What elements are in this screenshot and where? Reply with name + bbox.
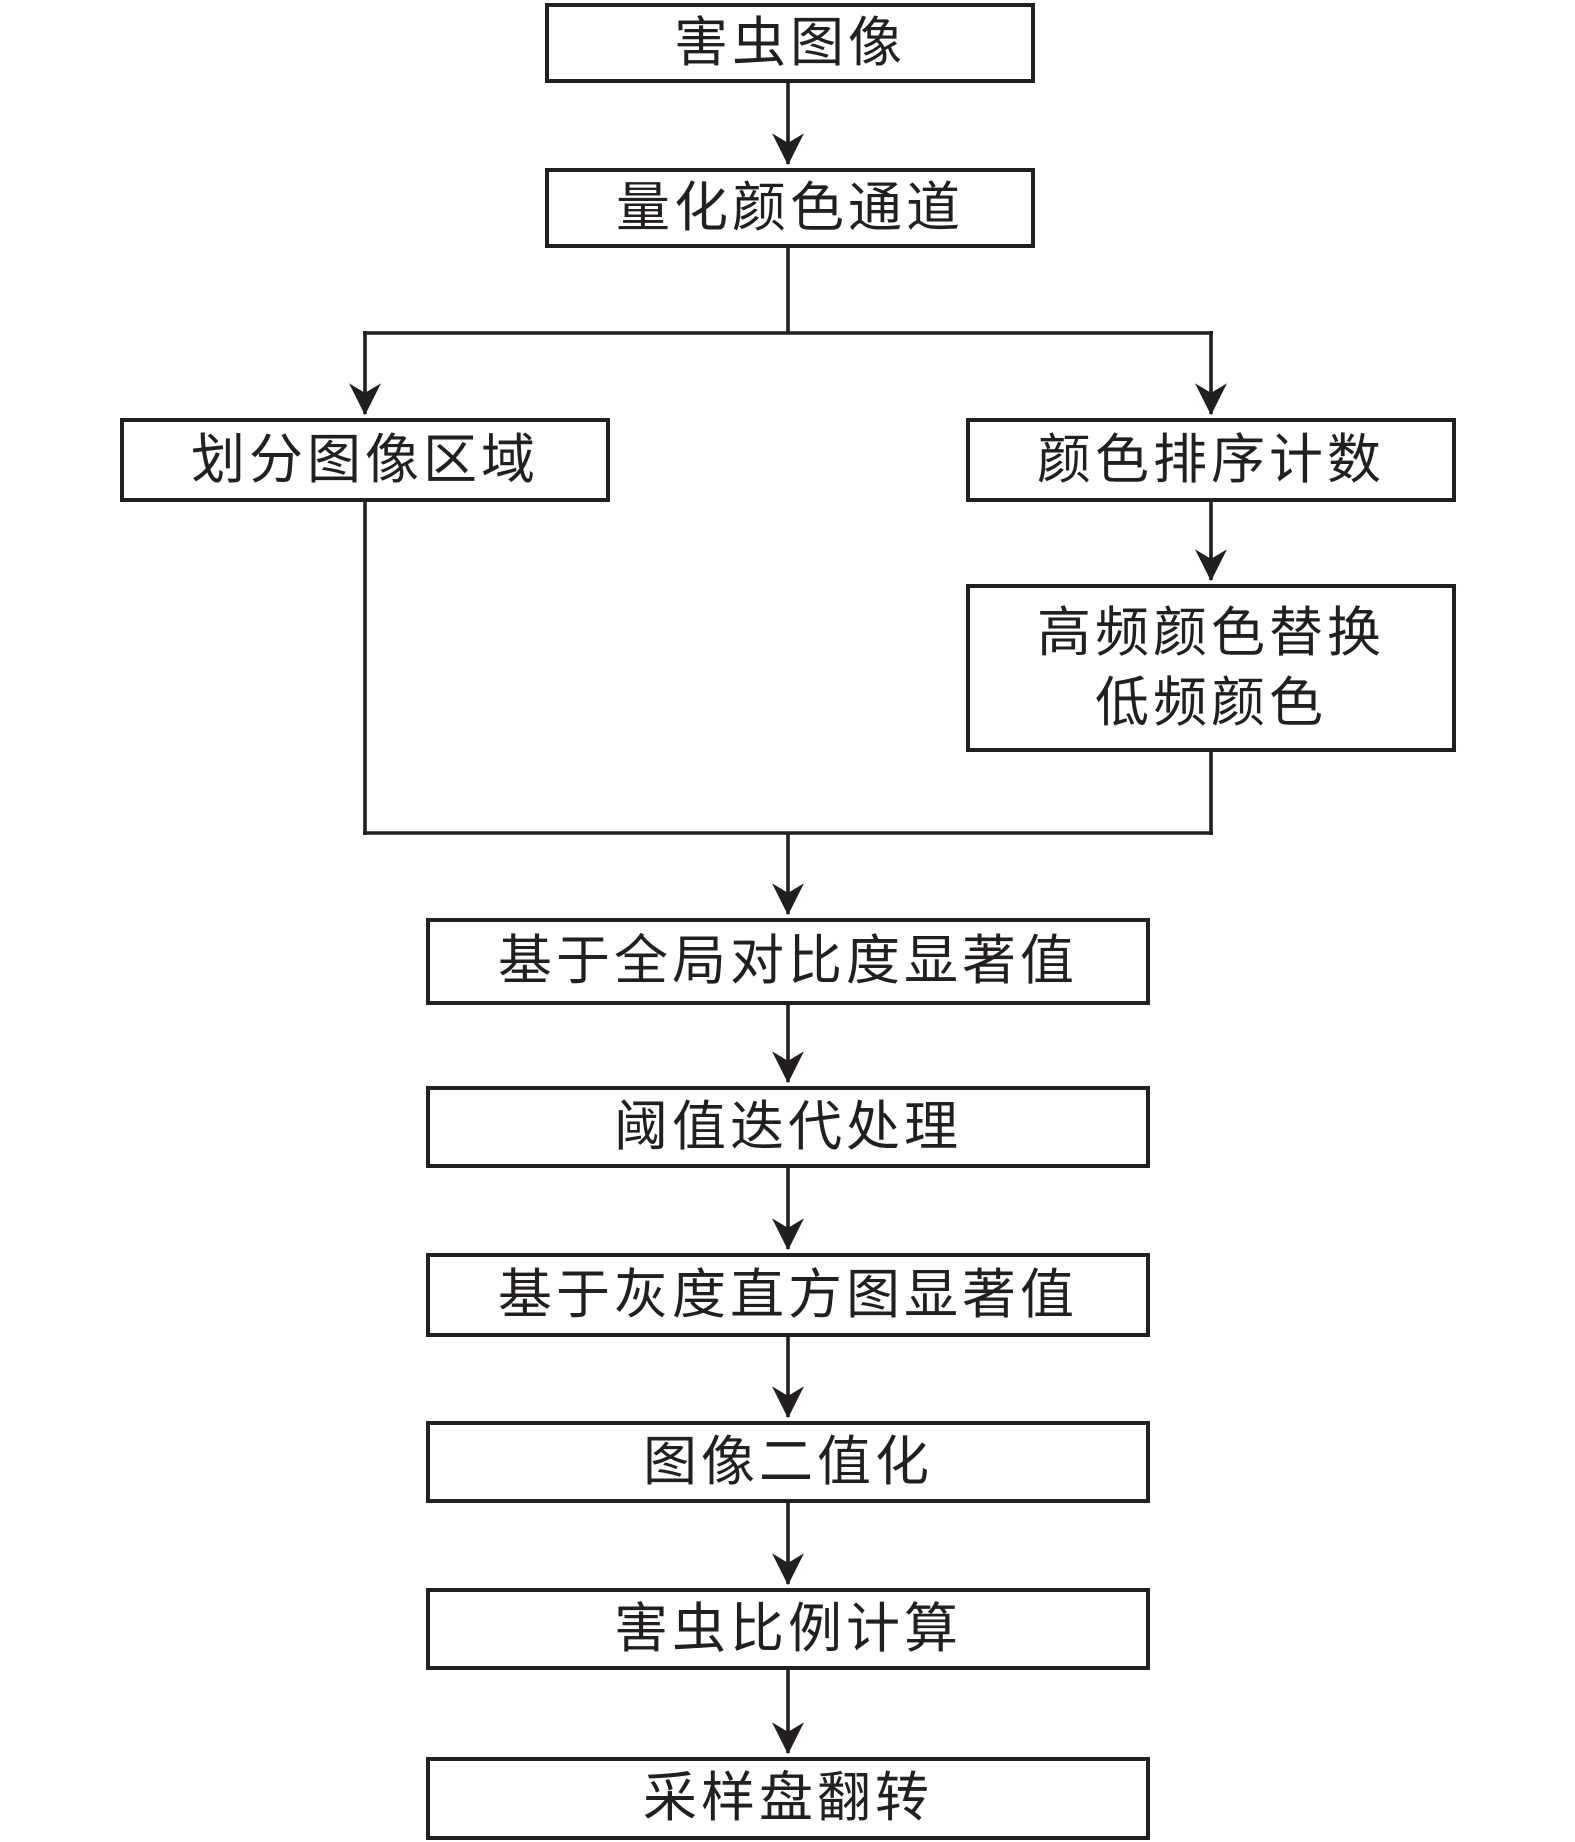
node-quantize-color-channel-label: 量化颜色通道 bbox=[616, 175, 964, 239]
node-gray-histogram-saliency-label: 基于灰度直方图显著值 bbox=[498, 1262, 1078, 1326]
node-high-freq-replace-line2: 低频颜色 bbox=[1095, 671, 1327, 734]
node-pest-image: 害虫图像 bbox=[545, 3, 1035, 83]
node-divide-image-region-label: 划分图像区域 bbox=[191, 427, 539, 491]
node-sampling-plate-flip: 采样盘翻转 bbox=[426, 1757, 1150, 1840]
node-high-freq-replace-line1: 高频颜色替换 bbox=[1037, 600, 1385, 664]
node-image-binarization-label: 图像二值化 bbox=[643, 1429, 933, 1493]
node-gray-histogram-saliency: 基于灰度直方图显著值 bbox=[426, 1253, 1150, 1337]
node-threshold-iteration-label: 阈值迭代处理 bbox=[614, 1094, 962, 1158]
node-threshold-iteration: 阈值迭代处理 bbox=[426, 1086, 1150, 1168]
node-divide-image-region: 划分图像区域 bbox=[120, 418, 610, 502]
node-pest-ratio-calc-label: 害虫比例计算 bbox=[614, 1596, 962, 1660]
node-quantize-color-channel: 量化颜色通道 bbox=[545, 168, 1035, 248]
node-global-contrast-saliency-label: 基于全局对比度显著值 bbox=[498, 929, 1078, 993]
node-sampling-plate-flip-label: 采样盘翻转 bbox=[643, 1766, 933, 1830]
node-color-sort-count-label: 颜色排序计数 bbox=[1037, 427, 1385, 491]
node-pest-ratio-calc: 害虫比例计算 bbox=[426, 1588, 1150, 1670]
node-pest-image-label: 害虫图像 bbox=[674, 10, 906, 74]
node-color-sort-count: 颜色排序计数 bbox=[966, 418, 1456, 502]
node-global-contrast-saliency: 基于全局对比度显著值 bbox=[426, 918, 1150, 1005]
node-high-freq-replace: 高频颜色替换 低频颜色 bbox=[966, 584, 1456, 752]
node-image-binarization: 图像二值化 bbox=[426, 1421, 1150, 1503]
